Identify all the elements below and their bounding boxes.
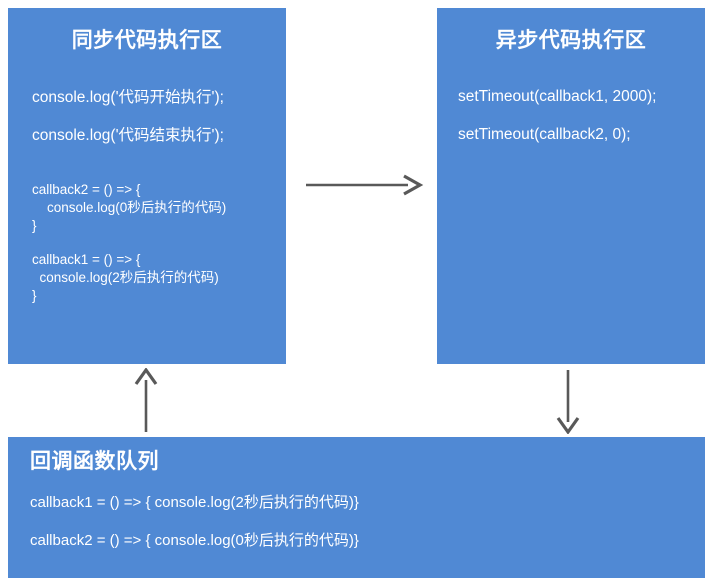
sync-code-line: console.log('代码开始执行'); (32, 89, 224, 106)
queue-panel-title: 回调函数队列 (30, 450, 159, 473)
async-execution-panel: 异步代码执行区 setTimeout(callback1, 2000); set… (437, 8, 705, 364)
queue-code-line: callback2 = () => { console.log(0秒后执行的代码… (30, 532, 359, 549)
sync-callback2-definition: callback2 = () => { console.log(0秒后执行的代码… (32, 182, 227, 234)
sync-code-line: console.log('代码结束执行'); (32, 127, 224, 144)
callback-queue-panel: 回调函数队列 callback1 = () => { console.log(2… (8, 437, 705, 578)
right-arrow-icon (306, 174, 424, 196)
down-arrow-icon (556, 370, 580, 434)
async-code-line: setTimeout(callback2, 0); (458, 126, 631, 143)
sync-callback1-definition: callback1 = () => { console.log(2秒后执行的代码… (32, 252, 219, 304)
sync-execution-panel: 同步代码执行区 console.log('代码开始执行'); console.l… (8, 8, 286, 364)
async-panel-title: 异步代码执行区 (495, 29, 647, 52)
sync-panel-title: 同步代码执行区 (71, 29, 223, 52)
async-code-line: setTimeout(callback1, 2000); (458, 88, 657, 105)
up-arrow-icon (134, 368, 158, 432)
queue-code-line: callback1 = () => { console.log(2秒后执行的代码… (30, 494, 359, 511)
